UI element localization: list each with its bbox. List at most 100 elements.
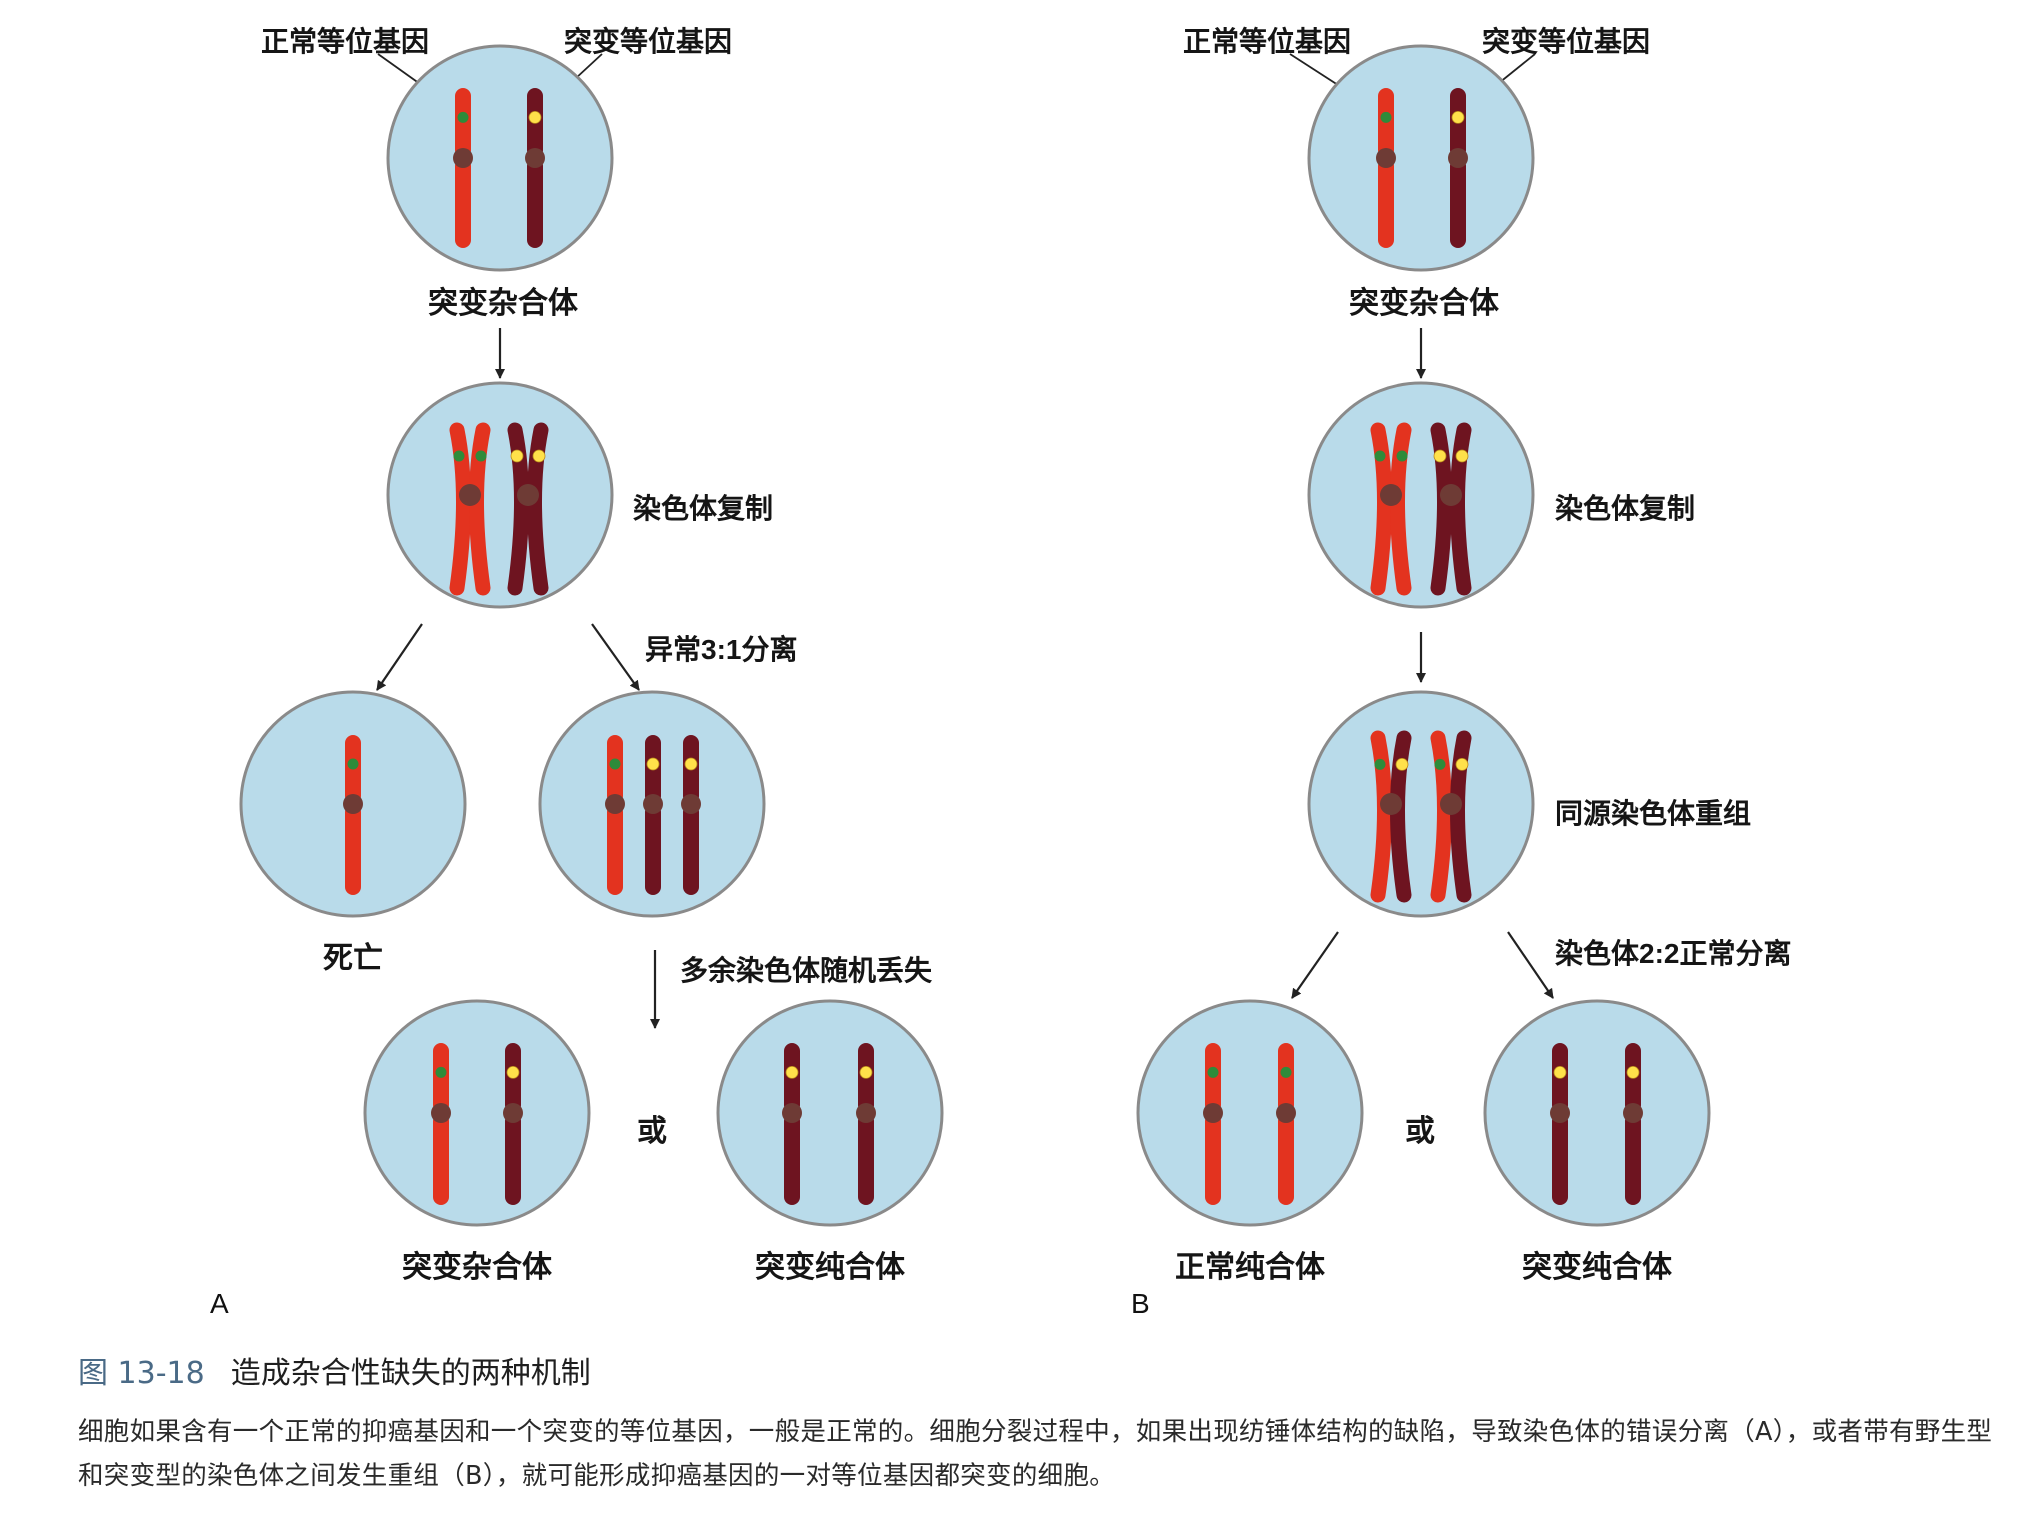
chromosome-arm: [1552, 1113, 1568, 1205]
cell-membrane: [1307, 381, 1535, 609]
centromere: [525, 148, 545, 168]
normal-allele-marker: [347, 758, 359, 770]
normal-allele-marker: [1374, 758, 1386, 770]
cell-b-result-mutant-homozygote: [1483, 999, 1711, 1227]
label-b-result-normal-homozygote: 正常纯合体: [1175, 1250, 1326, 1284]
cell-a-heterozygote: [386, 44, 614, 272]
figure-label: 图 13-18 造成杂合性缺失的两种机制: [78, 1348, 2013, 1392]
label-b-segregation: 染色体2:2正常分离: [1555, 937, 1791, 969]
centromere: [453, 148, 473, 168]
centromere: [503, 1103, 523, 1123]
chromosome-arm: [607, 735, 623, 804]
mutant-allele-marker: [1455, 758, 1469, 771]
label-a-mutant-allele: 突变等位基因: [564, 25, 732, 57]
chromosome-arm: [607, 804, 623, 895]
chromosome-arm: [1625, 1113, 1641, 1205]
normal-allele-marker: [609, 758, 621, 770]
mutant-allele-marker: [506, 1066, 520, 1079]
centromere: [343, 794, 363, 814]
cell-b-heterozygote: [1307, 44, 1535, 272]
centromere: [681, 794, 701, 814]
chromosome-arm: [1278, 1113, 1294, 1205]
normal-allele-marker: [1434, 758, 1446, 770]
normal-allele-marker: [1280, 1066, 1292, 1078]
chromosome-arm: [1205, 1043, 1221, 1113]
centromere: [431, 1103, 451, 1123]
chromosome-arm: [645, 804, 661, 895]
centromere: [459, 484, 481, 506]
mutant-allele-marker: [1626, 1066, 1640, 1079]
label-a-normal-allele: 正常等位基因: [261, 25, 429, 57]
figure-description: 细胞如果含有一个正常的抑癌基因和一个突变的等位基因，一般是正常的。细胞分裂过程中…: [78, 1417, 1993, 1491]
centromere: [1380, 484, 1402, 506]
mutant-allele-marker: [1395, 758, 1409, 771]
normal-allele-marker: [475, 450, 487, 462]
chromosome-arm: [1378, 88, 1394, 158]
figure-number: 图 13-18: [78, 1356, 205, 1391]
cell-membrane: [1307, 690, 1535, 918]
centromere: [1448, 148, 1468, 168]
chromosome-arm: [858, 1113, 874, 1205]
mutant-allele-marker: [684, 757, 698, 771]
mutant-allele-marker: [646, 757, 660, 771]
mutant-allele-marker: [785, 1066, 799, 1079]
centromere: [1440, 793, 1462, 815]
label-a-result-heterozygote: 突变杂合体: [402, 1250, 553, 1284]
chromosome-arm: [505, 1113, 521, 1205]
label-a-or: 或: [637, 1115, 667, 1148]
label-a-replication: 染色体复制: [633, 492, 773, 524]
chromosome-arm: [455, 158, 471, 248]
label-a-result-homozygote: 突变纯合体: [755, 1250, 906, 1284]
mutant-allele-marker: [532, 449, 546, 463]
panel-a-labels: 正常等位基因 突变等位基因 突变杂合体 染色体复制 异常3:1分离 死亡 多余染…: [210, 25, 933, 1319]
label-b-mutant-allele: 突变等位基因: [1482, 25, 1650, 57]
label-b-start: 突变杂合体: [1349, 286, 1500, 320]
label-b-replication: 染色体复制: [1555, 492, 1695, 524]
normal-allele-marker: [453, 450, 465, 462]
normal-allele-marker: [1396, 450, 1408, 462]
centromere: [856, 1103, 876, 1123]
arrow-b-to-normal-homozygote: [1291, 931, 1339, 999]
cell-b-recombined: [1307, 690, 1535, 918]
mutant-allele-marker: [1455, 449, 1469, 463]
chromosome-arm: [433, 1113, 449, 1205]
mutant-allele-marker: [510, 449, 524, 463]
centromere: [517, 484, 539, 506]
label-b-or: 或: [1405, 1115, 1435, 1148]
label-b-result-mutant-homozygote: 突变纯合体: [1522, 1250, 1673, 1284]
centromere: [1276, 1103, 1296, 1123]
cell-membrane: [386, 381, 614, 609]
cell-a-result-heterozygote: [363, 999, 591, 1227]
centromere: [1203, 1103, 1223, 1123]
centromere: [1550, 1103, 1570, 1123]
panel-b-letter: B: [1131, 1288, 1150, 1319]
panel-a-letter: A: [210, 1288, 229, 1319]
mutant-allele-marker: [1433, 449, 1447, 463]
normal-allele-marker: [1374, 450, 1386, 462]
arrow-a-to-abnormal-split: [591, 623, 640, 691]
cell-b-result-normal-homozygote: [1136, 999, 1364, 1227]
centromere: [605, 794, 625, 814]
centromere: [1440, 484, 1462, 506]
cells-layer: [239, 44, 1711, 1227]
chromosome-arm: [1205, 1113, 1221, 1205]
cell-membrane: [386, 44, 614, 272]
figure-title: 造成杂合性缺失的两种机制: [230, 1356, 591, 1391]
arrow-a-to-death: [376, 623, 423, 691]
normal-allele-marker: [1380, 111, 1392, 123]
label-b-recombination: 同源染色体重组: [1555, 797, 1751, 829]
cell-membrane: [1483, 999, 1711, 1227]
cell-membrane: [1307, 44, 1535, 272]
label-b-normal-allele: 正常等位基因: [1183, 25, 1351, 57]
centromere: [782, 1103, 802, 1123]
cell-b-replicated: [1307, 381, 1535, 609]
label-a-abnormal-segregation: 异常3:1分离: [645, 633, 797, 665]
mutant-allele-marker: [1451, 111, 1465, 124]
arrow-b-to-mutant-homozygote: [1507, 931, 1554, 999]
chromosome-arm: [345, 735, 361, 804]
mutant-allele-marker: [528, 111, 542, 124]
normal-allele-marker: [1207, 1066, 1219, 1078]
cell-a-result-homozygote: [716, 999, 944, 1227]
chromosome-arm: [1378, 158, 1394, 248]
